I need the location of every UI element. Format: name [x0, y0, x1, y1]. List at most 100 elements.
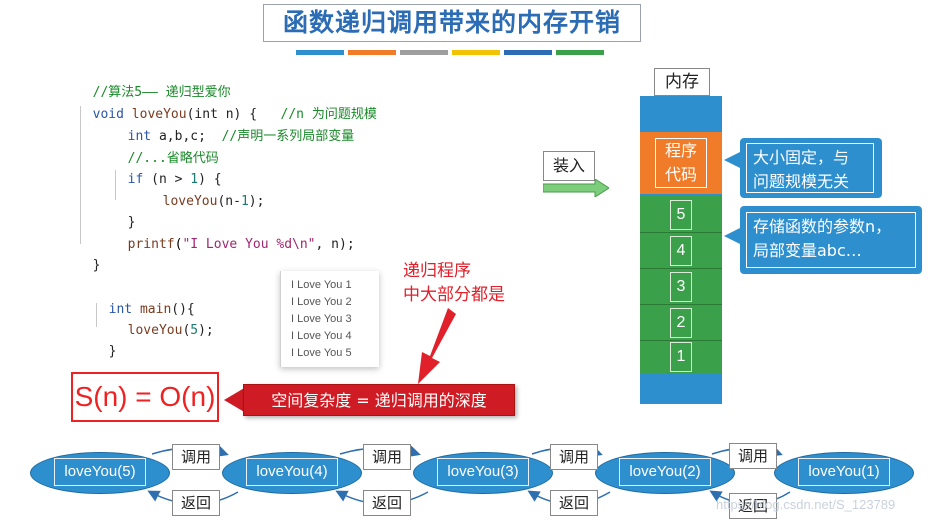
stack-divider — [640, 268, 722, 269]
code-line-10: int main(){ — [93, 284, 195, 318]
code-indent-guide-main — [96, 303, 97, 327]
brace: } — [127, 215, 136, 230]
space-complexity-note: 空间复杂度 = 递归调用的深度 — [243, 384, 515, 416]
call-node-loveyou-1 — [774, 452, 914, 494]
call-label: 调用 — [550, 444, 598, 470]
load-arrow — [543, 179, 609, 197]
output-line: I Love You 1 — [291, 279, 352, 291]
code-comment: //...省略代码 — [127, 151, 219, 166]
title-bar-6 — [556, 50, 604, 55]
call-label: 调用 — [729, 443, 777, 469]
return-label: 返回 — [729, 493, 777, 519]
red-arrow — [418, 308, 456, 384]
code-indent-guide — [80, 106, 81, 244]
code-line-6: loveYou(n-1); — [147, 176, 265, 210]
code-comment: //算法5—— 递归型爱你 — [92, 85, 231, 100]
call-node-loveyou-2 — [595, 452, 735, 494]
program-code-label-line: 代码 — [664, 165, 697, 184]
stack-frame: 3 — [670, 272, 692, 302]
printf-args: , n); — [315, 237, 355, 252]
stack-frame: 5 — [670, 200, 692, 230]
code-line-2: void loveYou(int n) { //n 为问题规模 — [77, 89, 377, 123]
title-bar-1 — [296, 50, 344, 55]
page-title: 函数递归调用带来的内存开销 — [263, 4, 641, 42]
keyword-int: int — [127, 129, 152, 144]
program-code-label-line: 程序 — [664, 141, 697, 160]
title-bar-2 — [348, 50, 396, 55]
call-node-loveyou-4 — [222, 452, 362, 494]
code-line-9: } — [77, 240, 101, 274]
code-comment: //声明一系列局部变量 — [221, 129, 355, 144]
keyword-int: int — [108, 302, 133, 317]
code-line-7: } — [112, 197, 136, 231]
code-line-3: int a,b,c; //声明一系列局部变量 — [112, 111, 355, 145]
main-params: (){ — [171, 302, 195, 317]
if-condition: (n > — [151, 172, 191, 187]
watermark: https://blog.csdn.net/S_123789 — [716, 497, 896, 512]
stack-divider — [640, 304, 722, 305]
recursion-note-line: 递归程序 — [403, 261, 471, 281]
if-condition-end: ) { — [198, 172, 222, 187]
code-line-5: if (n > 1) { — [112, 154, 222, 188]
number-literal: 5 — [190, 323, 199, 338]
main-name: main — [139, 302, 172, 317]
title-bar-4 — [452, 50, 500, 55]
code-segment-callout: 大小固定，与 问题规模无关 — [740, 138, 882, 198]
keyword-if: if — [127, 172, 144, 187]
stack-divider — [640, 340, 722, 341]
recursive-call-name: loveYou — [162, 194, 218, 209]
call-node-label: loveYou(1) — [798, 458, 890, 486]
call-node-label: loveYou(3) — [437, 458, 529, 486]
call-args: ( — [182, 323, 191, 338]
recursion-note: 递归程序 中大部分都是 — [403, 259, 505, 307]
call-node-label: loveYou(5) — [54, 458, 146, 486]
code-line-11: loveYou(5); — [112, 305, 214, 339]
callout-pointer — [724, 150, 744, 170]
program-code-segment — [640, 132, 722, 194]
stack-frame: 2 — [670, 308, 692, 338]
recursion-note-line: 中大部分都是 — [403, 285, 505, 305]
call-args-end: ); — [248, 194, 265, 209]
program-code-label: 程序 代码 — [655, 138, 707, 188]
callout-line: 大小固定，与 — [753, 148, 850, 167]
code-indent-guide-if — [115, 170, 116, 200]
stack-callout: 存储函数的参数n， 局部变量abc… — [740, 206, 922, 274]
memory-label: 内存 — [654, 68, 710, 96]
space-complexity-formula: S(n) = O(n) — [71, 372, 219, 422]
title-bar-5 — [504, 50, 552, 55]
call-label: 调用 — [363, 444, 411, 470]
stack-frame: 1 — [670, 342, 692, 372]
call-node-loveyou-3 — [413, 452, 553, 494]
brace: } — [108, 344, 117, 359]
callout-pointer — [224, 387, 246, 413]
variables: a,b,c; — [158, 129, 206, 144]
code-comment: //n 为问题规模 — [280, 107, 377, 122]
keyword-void: void — [92, 107, 124, 122]
output-line: I Love You 5 — [291, 347, 352, 359]
callout-line: 存储函数的参数n， — [753, 217, 892, 236]
title-bar-3 — [400, 50, 448, 55]
stack-divider — [640, 232, 722, 233]
return-label: 返回 — [550, 490, 598, 516]
call-stack-segment — [640, 196, 722, 374]
code-line-1: //算法5—— 递归型爱你 — [77, 67, 231, 101]
function-name: loveYou — [131, 107, 187, 122]
output-line: I Love You 4 — [291, 330, 352, 342]
printf-name: printf — [127, 237, 175, 252]
call-args: (n- — [217, 194, 241, 209]
callout-line: 局部变量abc… — [753, 241, 862, 260]
code-line-4: //...省略代码 — [112, 133, 219, 167]
call-node-label: loveYou(2) — [619, 458, 711, 486]
brace: } — [92, 258, 101, 273]
main-call-name: loveYou — [127, 323, 183, 338]
stack-callout-text: 存储函数的参数n， 局部变量abc… — [746, 212, 916, 268]
call-node-label: loveYou(4) — [246, 458, 338, 486]
code-line-8: printf("I Love You %d\n", n); — [127, 237, 355, 252]
load-label: 装入 — [543, 151, 595, 181]
callout-line: 问题规模无关 — [753, 172, 850, 191]
stack-frame: 4 — [670, 236, 692, 266]
output-line: I Love You 3 — [291, 313, 352, 325]
call-args-end: ); — [198, 323, 214, 338]
output-line: I Love You 2 — [291, 296, 352, 308]
string-literal: "I Love You %d\n" — [182, 237, 316, 252]
